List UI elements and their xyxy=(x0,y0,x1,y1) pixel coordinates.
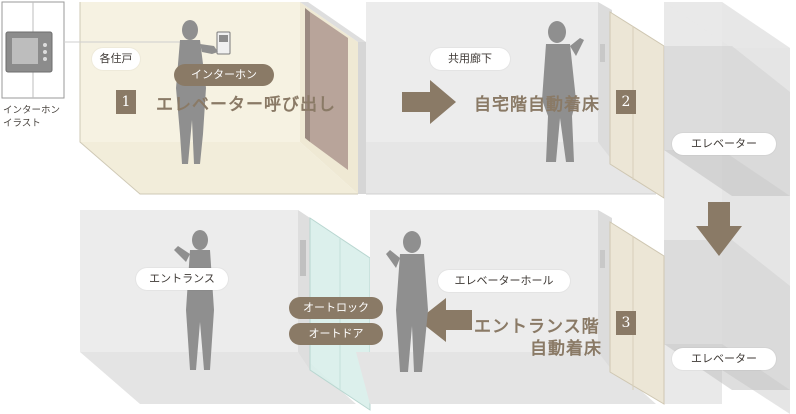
elevator-hall-floor xyxy=(356,352,656,404)
step-2-text: 自宅階自動着床 xyxy=(474,95,600,115)
step-2-number: 2 xyxy=(616,90,636,114)
person-silhouette-4 xyxy=(386,231,428,372)
arrow-down xyxy=(696,202,742,256)
residence-floor xyxy=(80,142,358,194)
label-elevator-lower: エレベーター xyxy=(672,348,776,370)
step-1-number: 1 xyxy=(116,90,136,114)
label-elevator-hall: エレベーターホール xyxy=(438,270,570,292)
step-3-number: 3 xyxy=(616,311,636,335)
residence-door xyxy=(310,12,348,170)
label-entrance: エントランス xyxy=(136,268,228,290)
step-3-text-line1: エントランス階 xyxy=(474,317,600,337)
arrow-right xyxy=(402,80,456,124)
label-autolock: オートロック xyxy=(289,297,383,319)
corridor-floor xyxy=(366,142,656,194)
step-3-text-line2: 自動着床 xyxy=(530,339,602,359)
label-corridor: 共用廊下 xyxy=(430,48,510,70)
step-1-text: エレベーター呼び出し xyxy=(156,95,336,115)
elevator-door-lower xyxy=(609,221,665,405)
elevator-shaft-side xyxy=(722,2,790,414)
label-residence: 各住戸 xyxy=(92,48,140,70)
person-silhouette-2 xyxy=(542,21,584,162)
elevator-shaft-front xyxy=(664,2,722,404)
label-intercom: インターホン xyxy=(174,64,274,86)
label-elevator-upper: エレベーター xyxy=(672,133,776,155)
intercom-caption: インターホン イラスト xyxy=(3,105,61,129)
entrance-floor xyxy=(80,352,356,404)
arrow-left xyxy=(418,298,472,342)
label-autodoor: オートドア xyxy=(289,323,383,345)
